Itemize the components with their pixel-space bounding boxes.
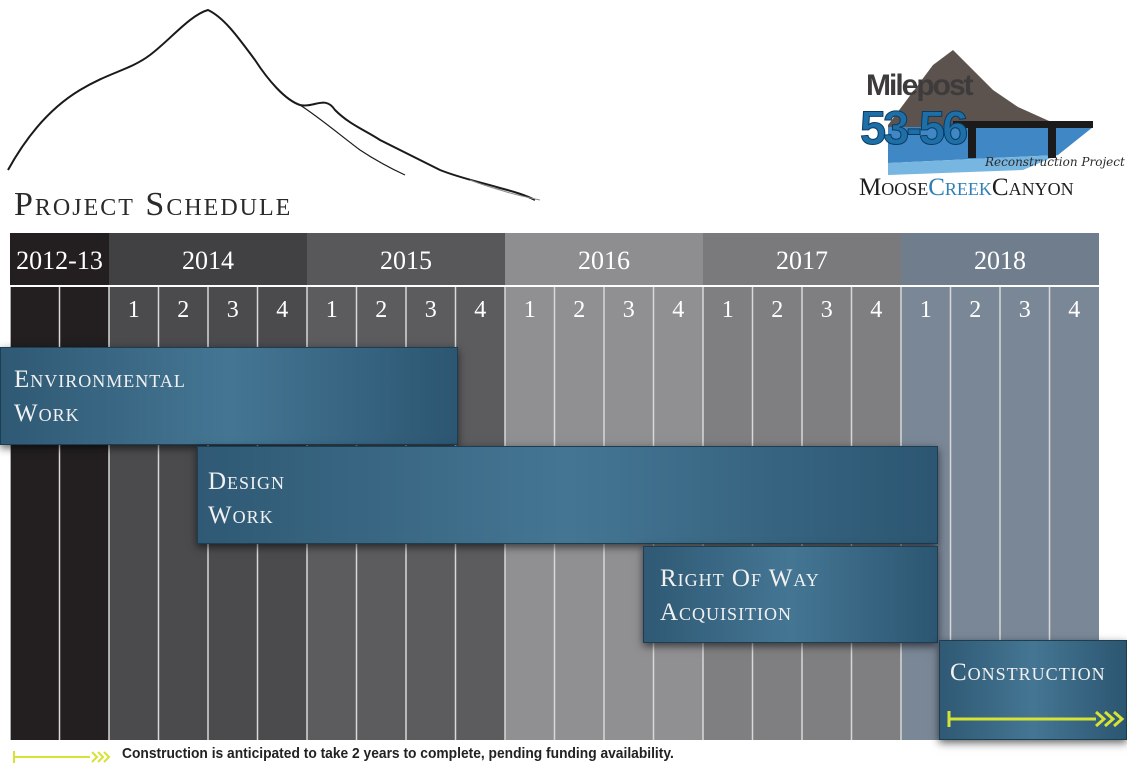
task-bar: Construction: [939, 640, 1127, 740]
footnote-text: Construction is anticipated to take 2 ye…: [122, 745, 674, 762]
year-label: 2017: [776, 246, 828, 275]
task-label: Environmental: [14, 366, 186, 393]
quarter-label: 3: [1019, 297, 1031, 323]
quarter-label: 4: [870, 297, 882, 323]
quarter-label: 4: [672, 297, 684, 323]
year-header-cell: [505, 233, 703, 286]
logo-subtitle: Reconstruction Project: [985, 155, 1125, 169]
year-header-cell: [307, 233, 505, 286]
logo: [888, 50, 1093, 175]
logo-name-canyon: Canyon: [991, 174, 1074, 201]
quarter-label: 3: [623, 297, 635, 323]
logo-name: MooseCreekCanyon: [859, 174, 1074, 202]
arrow-icon: [947, 710, 1125, 728]
year-header-cell: [901, 233, 1099, 286]
quarter-label: 2: [375, 297, 387, 323]
task-label: Design: [208, 468, 286, 495]
logo-name-creek: Creek: [928, 174, 992, 201]
quarter-label: 2: [573, 297, 585, 323]
year-label: 2018: [974, 246, 1026, 275]
quarter-label: 1: [920, 297, 932, 323]
task-label-line2: Work: [14, 400, 80, 427]
year-header-cell: [10, 233, 109, 286]
quarter-label: 2: [771, 297, 783, 323]
quarter-label: 2: [177, 297, 189, 323]
quarter-label: 1: [722, 297, 734, 323]
quarter-label: 4: [276, 297, 288, 323]
quarter-label: 4: [1068, 297, 1080, 323]
quarter-label: 3: [821, 297, 833, 323]
logo-number: 53-56: [859, 101, 968, 155]
arrow-icon: [13, 751, 111, 763]
page-title: Project Schedule: [14, 186, 293, 223]
year-label: 2015: [380, 246, 432, 275]
mountain-sketch-icon: [7, 8, 541, 201]
quarter-label: 1: [326, 297, 338, 323]
task-label-line2: Work: [208, 502, 274, 529]
task-label: Construction: [950, 659, 1106, 686]
quarter-label: 1: [128, 297, 140, 323]
quarter-label: 4: [474, 297, 486, 323]
task-label-line2: Acquisition: [660, 599, 793, 626]
task-label: Right Of Way: [660, 565, 820, 592]
quarter-label: 1: [524, 297, 536, 323]
year-label: 2014: [182, 246, 234, 275]
year-header-cell: [703, 233, 901, 286]
quarter-label: 3: [425, 297, 437, 323]
quarter-label: 3: [227, 297, 239, 323]
year-label: 2012-13: [16, 246, 103, 275]
year-label: 2016: [578, 246, 630, 275]
quarter-label: 2: [969, 297, 981, 323]
year-header-cell: [109, 233, 307, 286]
logo-name-moose: Moose: [859, 174, 929, 201]
logo-milepost: Milepost: [866, 69, 974, 102]
